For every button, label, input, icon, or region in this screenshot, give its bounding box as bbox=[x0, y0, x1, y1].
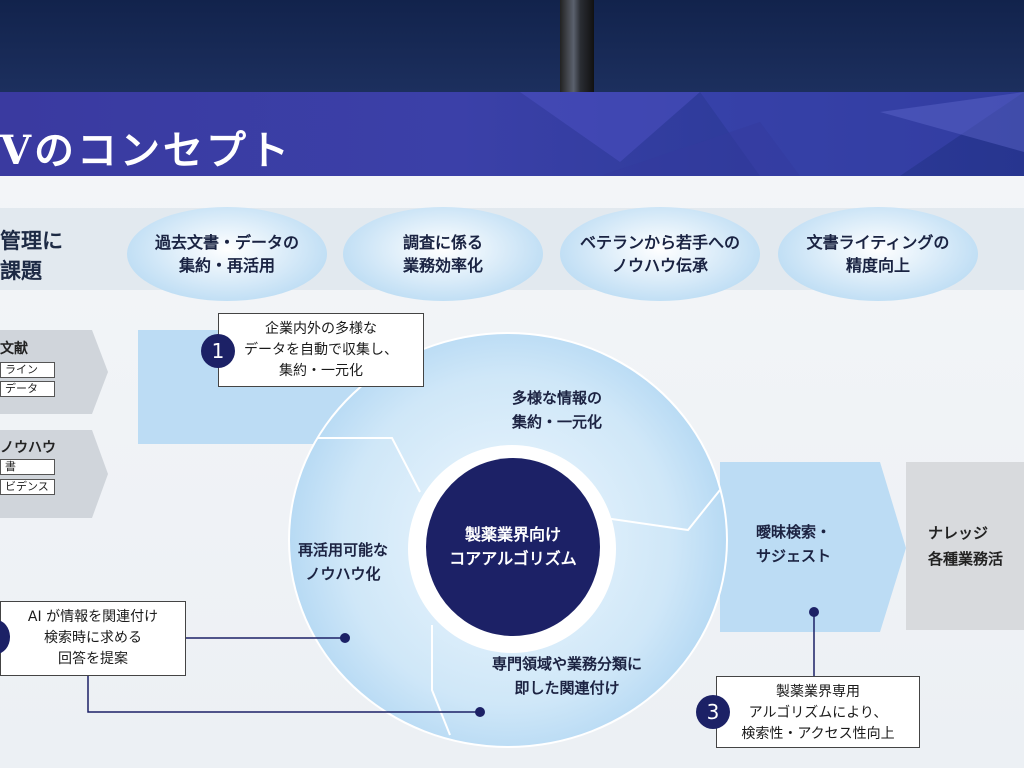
core-line2: コアアルゴリズム bbox=[449, 549, 577, 568]
segment-bottom-line1: 専門領域や業務分類に bbox=[492, 655, 643, 673]
segment-top: 多様な情報の 集約・一元化 bbox=[512, 386, 602, 434]
callout-3-line2: アルゴリズムにより、 bbox=[748, 705, 888, 721]
issue-item: ベテランから若手へのノウハウ伝承 bbox=[560, 207, 760, 301]
knowledge-line2: 各種業務活 bbox=[928, 550, 1004, 568]
segment-right: 曖昧検索・ サジェスト bbox=[756, 520, 831, 568]
header-decoration bbox=[520, 92, 1024, 176]
page-title: Vのコンセプト bbox=[0, 127, 293, 174]
left-group2-tag: ビデンス bbox=[0, 479, 55, 495]
left-group1-tag: ライン bbox=[0, 362, 55, 378]
issue-item-line2: ノウハウ伝承 bbox=[611, 256, 708, 275]
segment-left-line2: ノウハウ化 bbox=[305, 565, 381, 583]
segment-left: 再活用可能な ノウハウ化 bbox=[298, 538, 388, 586]
issue-item-line2: 業務効率化 bbox=[402, 256, 483, 275]
left-group2-label: ノウハウ bbox=[0, 440, 56, 456]
issue-item: 過去文書・データの集約・再活用 bbox=[127, 207, 327, 301]
callout-1-number: 1 bbox=[201, 334, 235, 368]
callout-3: 製薬業界専用 アルゴリズムにより、 検索性・アクセス性向上 bbox=[716, 676, 920, 748]
issue-title: 管理に 課題 bbox=[0, 226, 63, 286]
issue-item: 調査に係る業務効率化 bbox=[343, 207, 543, 301]
segment-left-line1: 再活用可能な bbox=[298, 541, 389, 559]
callout-2-line2: 検索時に求める bbox=[44, 630, 142, 646]
knowledge-box bbox=[906, 462, 1024, 630]
issue-item: 文書ライティングの精度向上 bbox=[778, 207, 978, 301]
segment-right-line1: 曖昧検索・ bbox=[756, 523, 832, 541]
core-algorithm: 製薬業界向けコアアルゴリズム bbox=[426, 458, 600, 636]
core-line1: 製薬業界向け bbox=[464, 525, 561, 544]
issue-item-line1: 過去文書・データの bbox=[154, 233, 299, 252]
callout-3-line1: 製薬業界専用 bbox=[776, 684, 860, 700]
callout-1-line2: データを自動で収集し、 bbox=[244, 342, 398, 358]
callout-1: 企業内外の多様な データを自動で収集し、 集約・一元化 bbox=[218, 313, 424, 387]
header-band bbox=[0, 92, 1024, 176]
issue-item-line1: ベテランから若手への bbox=[579, 233, 740, 252]
issue-item-line1: 文書ライティングの bbox=[806, 233, 950, 252]
issue-title-line2: 課題 bbox=[0, 259, 42, 283]
left-group2-tag: 書 bbox=[0, 459, 55, 475]
top-background bbox=[0, 0, 1024, 92]
segment-top-line1: 多様な情報の bbox=[512, 389, 603, 407]
segment-bottom: 専門領域や業務分類に 即した関連付け bbox=[492, 652, 642, 700]
segment-top-line2: 集約・一元化 bbox=[512, 413, 603, 431]
issue-item-line2: 集約・再活用 bbox=[178, 256, 275, 275]
callout-2: AI が情報を関連付け 検索時に求める 回答を提案 bbox=[0, 601, 186, 676]
callout-2-line1: AI が情報を関連付け bbox=[27, 609, 159, 625]
callout-1-line1: 企業内外の多様な bbox=[265, 321, 377, 337]
knowledge-text: ナレッジ 各種業務活 bbox=[928, 520, 1003, 572]
callout-3-line3: 検索性・アクセス性向上 bbox=[741, 726, 895, 742]
knowledge-line1: ナレッジ bbox=[928, 524, 989, 542]
callout-2-number-badge bbox=[0, 620, 10, 654]
left-group1-tag: データ bbox=[0, 381, 55, 397]
issue-title-line1: 管理に bbox=[0, 229, 63, 253]
callout-2-line3: 回答を提案 bbox=[58, 651, 128, 667]
display-pole bbox=[560, 0, 594, 92]
issue-item-line1: 調査に係る bbox=[402, 233, 483, 252]
callout-3-number: 3 bbox=[696, 695, 730, 729]
issue-item-line2: 精度向上 bbox=[845, 256, 910, 275]
segment-right-line2: サジェスト bbox=[756, 547, 832, 565]
segment-bottom-line2: 即した関連付け bbox=[514, 679, 620, 697]
callout-1-line3: 集約・一元化 bbox=[279, 363, 363, 379]
left-group1-label: 文献 bbox=[0, 341, 28, 357]
